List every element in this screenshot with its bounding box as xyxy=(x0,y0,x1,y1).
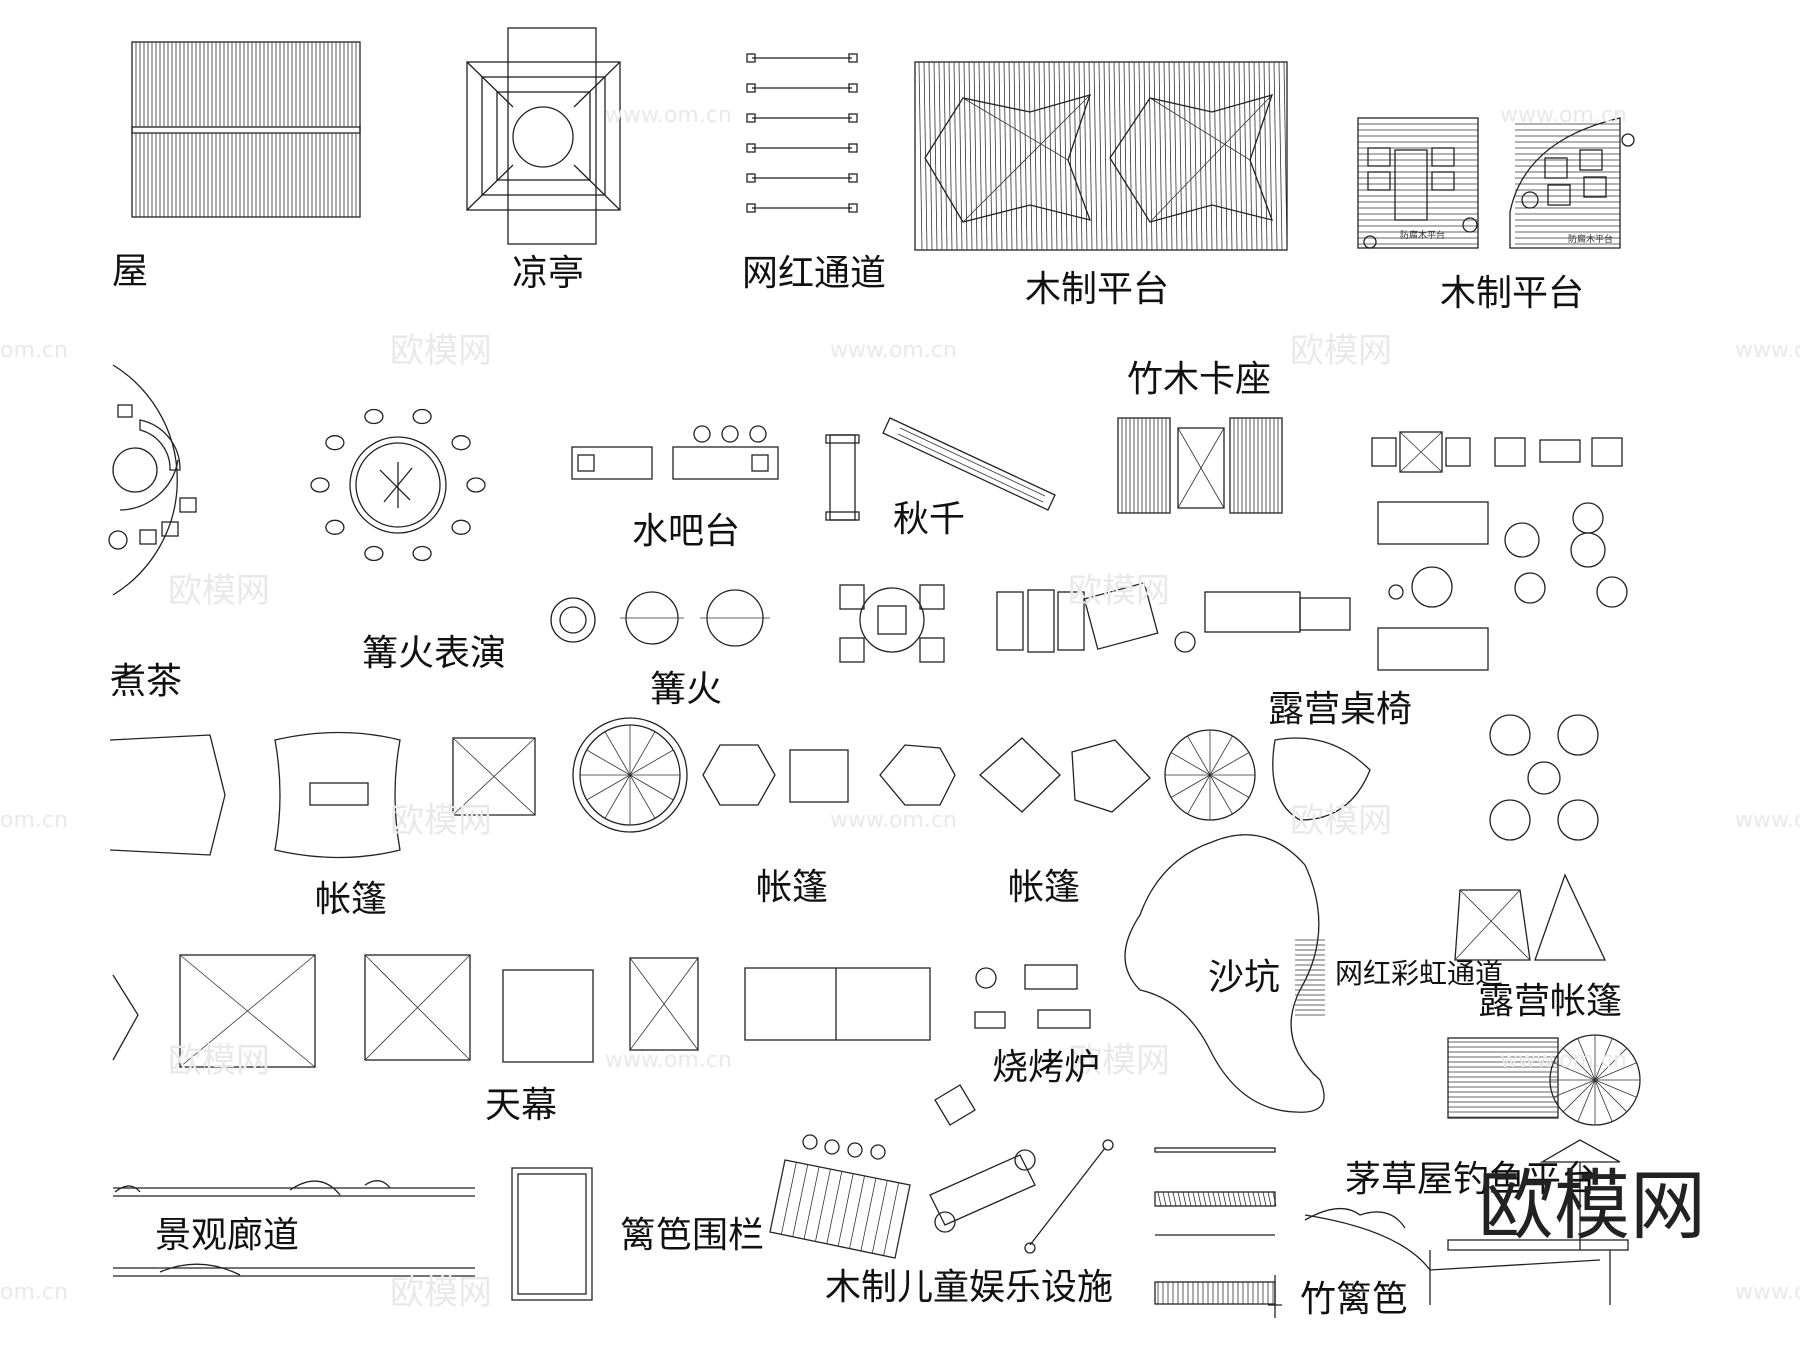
watermark-cn: 欧模网 xyxy=(390,331,492,371)
platform-b-label: 防腐木平台 xyxy=(1568,235,1614,245)
watermark-cn: 欧模网 xyxy=(390,1273,492,1313)
watermark-url: om.cn xyxy=(0,808,68,833)
label-wood-platform-2: 木制平台 xyxy=(1440,273,1585,314)
label-sandpit: 沙坑 xyxy=(1208,957,1281,998)
bamboo-fence-icon xyxy=(1154,1147,1282,1318)
label-bamboo-booth: 竹木卡座 xyxy=(1127,359,1272,400)
label-thatch-fishing: 茅草屋钓鱼平台 xyxy=(1345,1159,1598,1200)
canopy-plan-icon xyxy=(112,954,931,1068)
label-tent-2: 帐篷 xyxy=(756,867,829,908)
brand-logo: 欧模网 xyxy=(1478,1161,1706,1250)
label-kids-play: 木制儿童娱乐设施 xyxy=(825,1267,1114,1308)
label-water-bar: 水吧台 xyxy=(632,511,741,552)
watermark-cn: 欧模网 xyxy=(1290,331,1392,371)
watermark-url: www.om.cn xyxy=(1735,338,1800,363)
label-tea-cooking: 煮茶 xyxy=(110,661,183,702)
watermark-url: www.om.cn xyxy=(1500,103,1627,128)
platform-a-label: 防腐木平台 xyxy=(1400,231,1446,241)
camp-tables-icon xyxy=(996,582,1351,653)
tent-plan-icon xyxy=(109,714,1599,859)
watermark-url: www.om.cn xyxy=(1735,808,1800,833)
camp-furniture-top-icon xyxy=(1371,431,1628,671)
house-roof-icon xyxy=(131,41,361,218)
label-landscape-corridor: 景观廊道 xyxy=(155,1215,300,1256)
label-tent-1: 帐篷 xyxy=(315,879,388,920)
fence-plan-icon xyxy=(511,1167,593,1301)
kids-play-icon xyxy=(769,1084,1114,1259)
watermark-cn: 欧模网 xyxy=(390,801,492,841)
watermark-url: www.om.cn xyxy=(1500,1048,1627,1073)
label-pavilion: 凉亭 xyxy=(512,253,585,294)
watermark-cn: 欧模网 xyxy=(1068,1041,1170,1081)
bbq-grill-icon xyxy=(974,964,1091,1029)
label-camp-tables: 露营桌椅 xyxy=(1268,689,1413,730)
wood-platform-2-icon xyxy=(1357,117,1635,249)
watermark-url: www.om.cn xyxy=(830,808,957,833)
label-house: 屋 xyxy=(112,251,149,292)
watermark-url: om.cn xyxy=(0,338,68,363)
bamboo-booth-icon xyxy=(1117,417,1283,514)
thatch-fishing-icon xyxy=(1304,1139,1629,1305)
watermark-url: www.om.cn xyxy=(1735,1280,1800,1305)
watermark-url: www.om.cn xyxy=(830,338,957,363)
watermark-url: www.om.cn xyxy=(605,103,732,128)
bonfire-table-icon xyxy=(839,584,945,663)
water-bar-icon xyxy=(571,425,779,480)
label-bamboo-fence: 竹篱笆 xyxy=(1300,1279,1409,1320)
camping-tent-icon xyxy=(1447,873,1641,1126)
bonfire-plan-icon xyxy=(550,589,770,647)
pavilion-plan-icon xyxy=(466,27,621,245)
label-bonfire: 篝火 xyxy=(650,669,723,710)
label-wood-platform-1: 木制平台 xyxy=(1025,269,1170,310)
label-canopy: 天幕 xyxy=(485,1085,558,1126)
landscape-corridor-icon xyxy=(113,1180,475,1277)
label-bbq-grill: 烧烤炉 xyxy=(992,1047,1101,1088)
watermark-url: om.cn xyxy=(0,1280,68,1305)
label-bonfire-show: 篝火表演 xyxy=(362,633,507,674)
watermark-cn: 欧模网 xyxy=(1068,571,1170,611)
label-rainbow-passage: 网红彩虹通道 xyxy=(1335,957,1504,990)
label-tent-3: 帐篷 xyxy=(1008,867,1081,908)
label-influencer-passage: 网红通道 xyxy=(742,253,887,294)
watermark-cn: 欧模网 xyxy=(168,1041,270,1081)
bonfire-show-icon xyxy=(310,408,486,562)
sandpit-plan-icon xyxy=(1124,834,1325,1113)
label-swing: 秋千 xyxy=(893,499,966,540)
influencer-passage-icon xyxy=(746,53,858,213)
label-fence: 篱笆围栏 xyxy=(620,1215,765,1256)
label-camping-tent: 露营帐篷 xyxy=(1478,981,1623,1022)
tea-cooking-icon xyxy=(108,364,197,596)
watermark-cn: 欧模网 xyxy=(168,571,270,611)
wood-platform-icon xyxy=(914,61,1288,251)
watermark-cn: 欧模网 xyxy=(1290,801,1392,841)
watermark-url: www.om.cn xyxy=(605,1048,732,1073)
swing-plan-icon xyxy=(825,417,1056,521)
